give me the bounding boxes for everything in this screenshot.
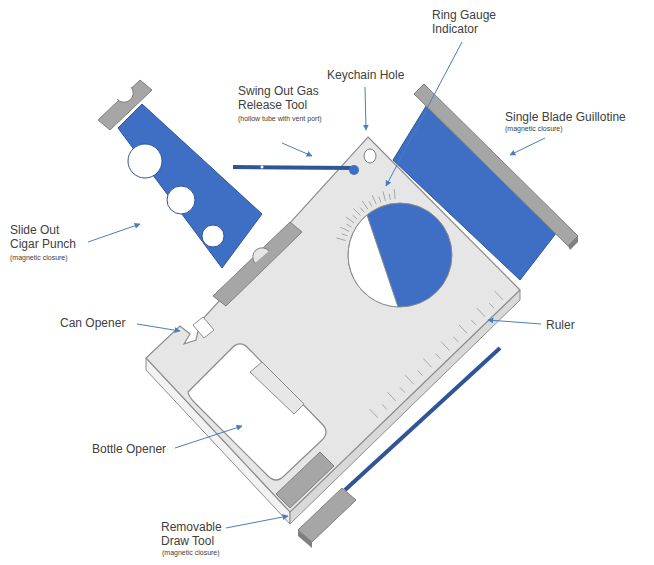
gauge-tick bbox=[340, 227, 349, 231]
leader-line bbox=[510, 138, 545, 155]
gauge-tick bbox=[379, 197, 381, 203]
leader-line bbox=[137, 324, 180, 331]
ruler-tick bbox=[370, 409, 378, 418]
slot-notch bbox=[253, 248, 269, 263]
punch-hole bbox=[128, 144, 162, 178]
gauge-tick bbox=[362, 201, 368, 209]
punch-cap-notch bbox=[117, 87, 133, 102]
leader-line bbox=[88, 224, 140, 242]
gas-release-tool bbox=[233, 167, 352, 168]
callout-label: Swing Out Gas Release Tool bbox=[238, 84, 338, 112]
ruler-tick bbox=[405, 375, 413, 384]
gauge-tick bbox=[346, 224, 351, 227]
note-label: (magnetic closure) bbox=[162, 549, 220, 557]
gauge-tick bbox=[372, 195, 376, 204]
gauge-tick bbox=[342, 234, 348, 236]
draw-tool-handle bbox=[298, 488, 356, 542]
gas-tool-pivot bbox=[349, 165, 359, 175]
note-label: (magnetic closure) bbox=[505, 125, 563, 133]
ruler-tick bbox=[418, 371, 423, 376]
gauge-tick bbox=[353, 215, 358, 219]
leader-lines bbox=[88, 42, 545, 528]
gauge-tick bbox=[383, 191, 386, 201]
leader-line bbox=[282, 143, 312, 156]
gauge-tick bbox=[353, 208, 360, 215]
gauge-tick bbox=[369, 201, 372, 206]
gauge-tick bbox=[336, 238, 346, 241]
leader-line bbox=[365, 87, 366, 130]
ruler-tick bbox=[477, 308, 485, 317]
gauge-tick bbox=[360, 208, 364, 213]
callout-label: Removable Draw Tool bbox=[161, 520, 237, 548]
draw-tool-rod bbox=[345, 348, 500, 490]
leader-line bbox=[488, 320, 541, 324]
ruler-tick bbox=[489, 303, 494, 308]
ruler-tick bbox=[382, 404, 387, 409]
punch-hole bbox=[167, 186, 195, 214]
note-label: (magnetic closure) bbox=[10, 254, 68, 262]
ruler-tick bbox=[495, 291, 503, 300]
ruler-tick bbox=[423, 358, 431, 367]
callout-label: Ring Gauge Indicator bbox=[432, 8, 504, 36]
punch-hole bbox=[202, 225, 224, 247]
note-label: (hollow tube with vent port) bbox=[238, 115, 322, 123]
leader-line bbox=[175, 426, 242, 448]
leader-line bbox=[226, 516, 288, 528]
can-opener-notch bbox=[193, 317, 214, 338]
ruler-tick bbox=[436, 354, 441, 359]
cigar-punch bbox=[118, 104, 262, 268]
ruler-ticks bbox=[370, 291, 503, 418]
draw-tool-socket bbox=[276, 452, 334, 508]
guillotine-bar-end bbox=[568, 236, 578, 250]
bottle-opener bbox=[188, 344, 326, 480]
bottle-opener-lip bbox=[250, 362, 304, 414]
gauge-tick bbox=[394, 189, 396, 199]
leader-line bbox=[386, 42, 462, 186]
ruler-tick bbox=[400, 387, 405, 392]
callout-label: Slide Out Cigar Punch bbox=[10, 223, 88, 251]
draw-tool-handle-side bbox=[298, 530, 312, 548]
ruler-tick bbox=[453, 337, 458, 342]
gauge-ticks bbox=[336, 189, 395, 240]
callout-label: Can Opener bbox=[60, 316, 125, 330]
keychain-hole bbox=[364, 149, 376, 163]
callout-label: Bottle Opener bbox=[92, 442, 166, 456]
callout-label: Keychain Hole bbox=[327, 68, 404, 82]
ruler-tick bbox=[459, 325, 467, 334]
punch-cap bbox=[98, 80, 152, 130]
ring-gauge bbox=[348, 203, 452, 307]
callout-label: Single Blade Guillotine bbox=[505, 110, 626, 124]
vent-port bbox=[261, 166, 264, 169]
ruler-tick bbox=[441, 342, 449, 351]
ring-gauge-window bbox=[348, 215, 398, 307]
gauge-tick bbox=[389, 194, 390, 200]
gauge-tick bbox=[346, 217, 354, 223]
ruler-tick bbox=[471, 320, 476, 325]
callout-label: Ruler bbox=[546, 318, 575, 332]
ruler-tick bbox=[388, 392, 396, 401]
